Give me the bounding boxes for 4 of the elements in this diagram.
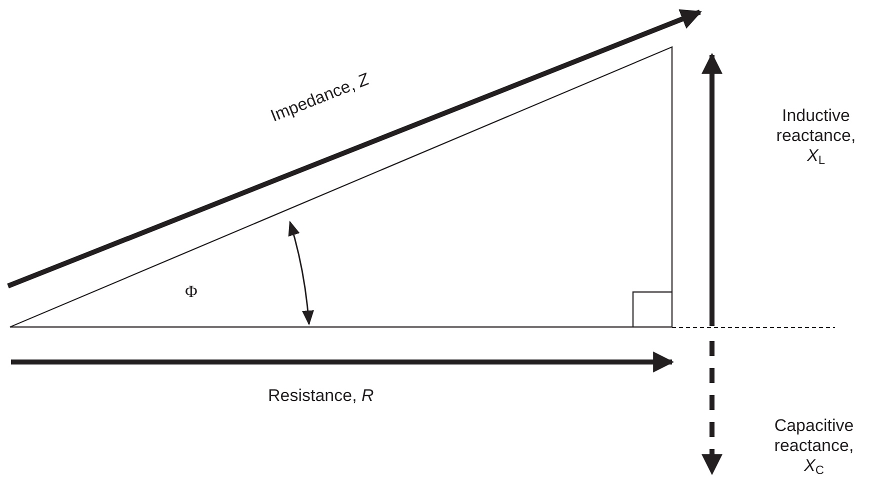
angle-symbol: Φ — [185, 282, 198, 302]
vector-label: Resistance, R — [268, 386, 374, 406]
vector-label: Inductive reactance, X$_{L}$ — [775, 106, 857, 166]
vector-label: Capacitive reactance, X$_{C}$ — [773, 416, 855, 476]
